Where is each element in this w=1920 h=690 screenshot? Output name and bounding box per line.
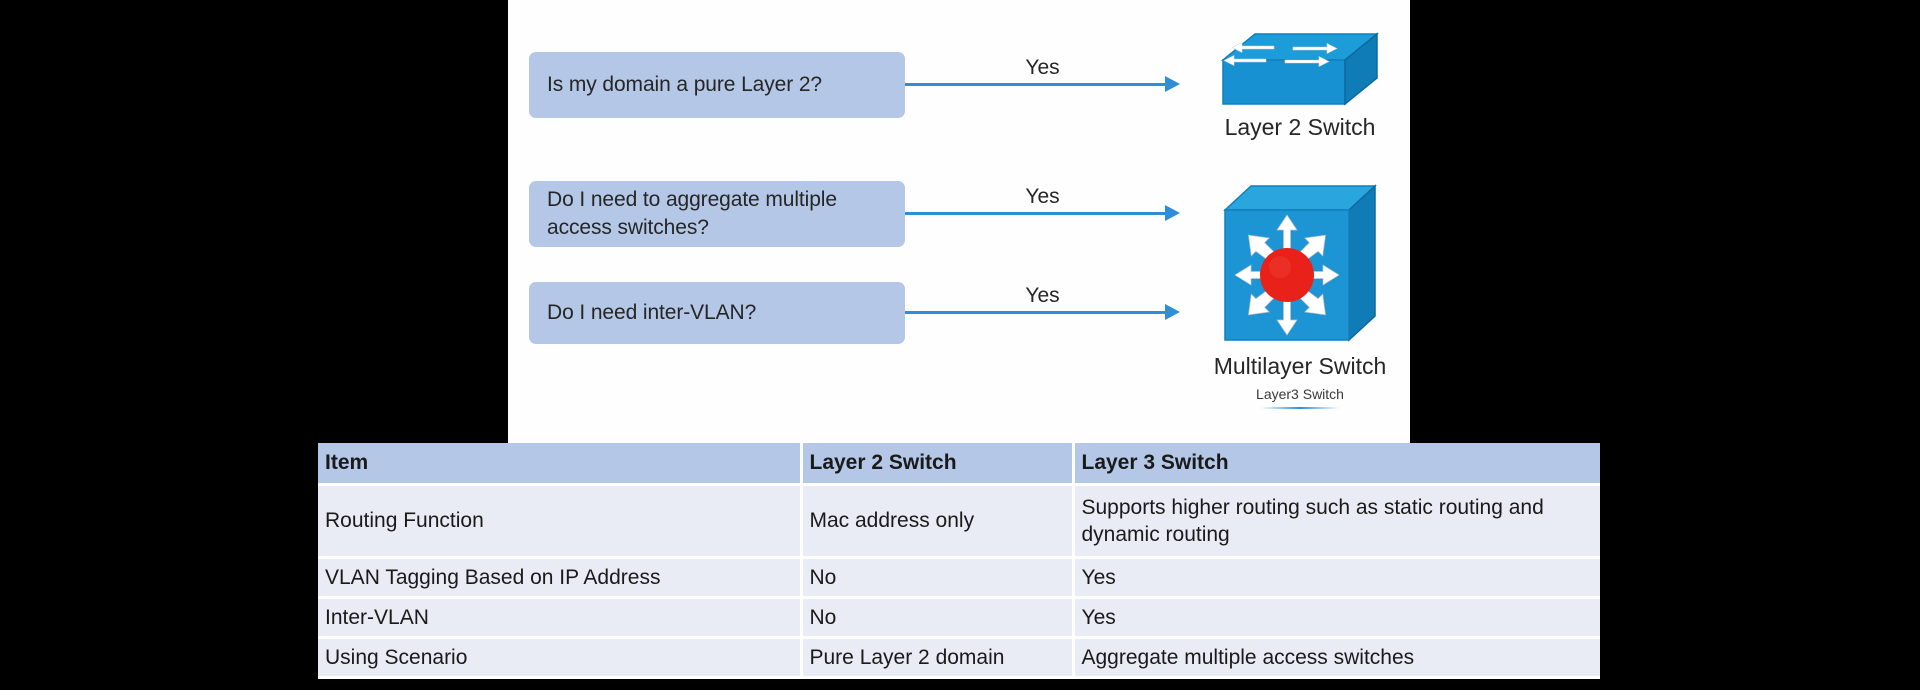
cell-layer2-using-scenario: Pure Layer 2 domain <box>801 637 1075 679</box>
cell-item-routing-function: Routing Function <box>318 484 803 559</box>
connector-arrow-aggregate: Yes <box>905 185 1180 229</box>
connector-label-yes-1: Yes <box>1025 56 1060 79</box>
device-multilayer-switch: Multilayer Switch Layer3 Switch <box>1190 182 1410 409</box>
table-row: Routing Function Mac address only Suppor… <box>318 484 1600 559</box>
connector-line <box>905 83 1167 86</box>
table-header: Item Layer 2 Switch Layer 3 Switch <box>318 443 1600 486</box>
column-header-layer2[interactable]: Layer 2 Switch <box>801 443 1075 486</box>
connector-arrow-layer2: Yes <box>905 56 1180 100</box>
arrow-head-icon <box>1165 205 1180 221</box>
table-row: Inter-VLAN No Yes <box>318 597 1600 639</box>
device-title-layer2: Layer 2 Switch <box>1224 114 1376 140</box>
cell-layer2-vlan-tagging: No <box>801 557 1075 599</box>
connector-line <box>905 311 1167 314</box>
decision-box-aggregate[interactable]: Do I need to aggregate multiple access s… <box>529 181 905 247</box>
device-layer2-switch: Layer 2 Switch <box>1190 30 1410 141</box>
connector-label-yes-3: Yes <box>1025 284 1060 307</box>
arrow-head-icon <box>1165 304 1180 320</box>
cell-layer3-using-scenario: Aggregate multiple access switches <box>1073 637 1600 679</box>
table-row: VLAN Tagging Based on IP Address No Yes <box>318 557 1600 599</box>
arrow-head-icon <box>1165 76 1180 92</box>
connector-label-yes-2: Yes <box>1025 185 1060 208</box>
connector-arrow-inter-vlan: Yes <box>905 284 1180 328</box>
decision-box-layer2[interactable]: Is my domain a pure Layer 2? <box>529 52 905 118</box>
device-title-multilayer: Multilayer Switch <box>1213 353 1387 379</box>
device-subtitle-layer3: Layer3 Switch <box>1256 386 1344 402</box>
cell-layer3-inter-vlan: Yes <box>1073 597 1600 639</box>
cell-layer3-vlan-tagging: Yes <box>1073 557 1600 599</box>
cell-item-inter-vlan: Inter-VLAN <box>318 597 803 639</box>
column-header-layer3[interactable]: Layer 3 Switch <box>1073 443 1600 486</box>
table-row: Using Scenario Pure Layer 2 domain Aggre… <box>318 637 1600 679</box>
comparison-table: Item Layer 2 Switch Layer 3 Switch Routi… <box>318 443 1600 679</box>
table-body: Routing Function Mac address only Suppor… <box>318 484 1600 679</box>
cell-layer2-inter-vlan: No <box>801 597 1075 639</box>
cell-item-using-scenario: Using Scenario <box>318 637 803 679</box>
cell-layer2-routing-function: Mac address only <box>801 484 1075 559</box>
layer2-switch-icon <box>1220 32 1380 106</box>
multilayer-switch-icon <box>1223 184 1377 342</box>
table-header-row: Item Layer 2 Switch Layer 3 Switch <box>318 443 1600 486</box>
decision-box-inter-vlan[interactable]: Do I need inter-VLAN? <box>529 282 905 344</box>
cell-item-vlan-tagging: VLAN Tagging Based on IP Address <box>318 557 803 599</box>
cell-layer3-routing-function: Supports higher routing such as static r… <box>1073 484 1600 559</box>
device-underline-decoration <box>1261 407 1339 409</box>
connector-line <box>905 212 1167 215</box>
column-header-item[interactable]: Item <box>318 443 803 486</box>
